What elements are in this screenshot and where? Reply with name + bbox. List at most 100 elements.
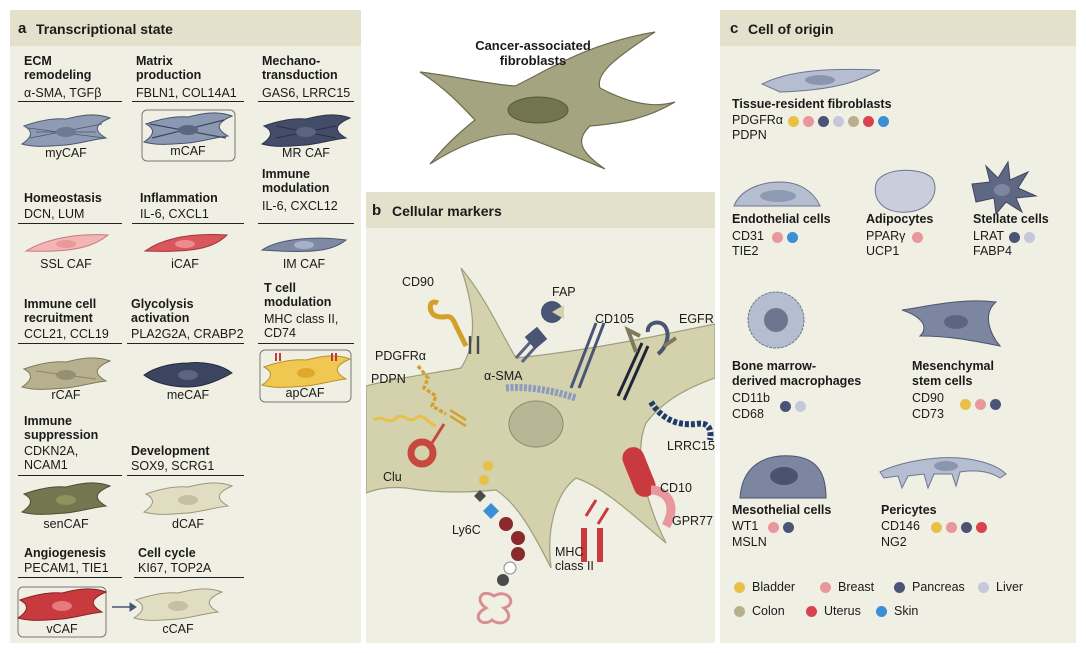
cell-name-pericytes: Pericytes [881,503,937,517]
cell-marker: CD146 [881,519,920,533]
cell-marker: UCP1 [866,244,900,258]
panel-c-letter: c [730,20,739,37]
tissue-dot-pancreas [961,522,972,533]
category-angiogenesis: Angiogenesis [24,546,106,560]
cell-marker: NG2 [881,535,907,549]
apcaf-highlight-box [259,349,352,403]
caf-label-icaf: iCAF [171,257,199,271]
tissue-dot-breast [768,522,779,533]
divider [132,223,244,225]
tissue-dot-liver [795,401,806,412]
cell-marker: MSLN [732,535,767,549]
cell-name-tissue-resident: Tissue-resident fibroblasts [732,97,892,111]
legend-swatch-colon [734,606,745,617]
tissue-dot-pancreas [783,522,794,533]
divider [258,101,354,103]
marker-label-clu: Clu [383,470,402,484]
category-immune-suppression: Immune suppression [24,414,99,442]
marker-label-pdgfra: PDGFRα [375,349,426,363]
cell-marker: TIE2 [732,244,759,258]
caf-label-apcaf: apCAF [285,386,325,400]
mcaf-cell-icon [143,112,233,145]
mycaf-cell-icon [21,114,111,147]
category-ecm-remodeling: ECM remodeling [24,54,92,82]
panel-a-letter: a [18,20,27,37]
marker-label-cd105: CD105 [595,312,634,326]
panel-b-letter: b [372,202,382,219]
panel-b-header [366,192,715,228]
tissue-dot-uterus [863,116,874,127]
marker-label-mhc-class-ii: MHC class II [555,545,594,573]
category-cell-cycle: Cell cycle [138,546,196,560]
marker-label-fap: FAP [552,285,576,299]
panel-b: b Cellular markers [366,192,715,643]
marker-label-cd90: CD90 [402,275,434,289]
cell-name-stellate: Stellate cells [973,212,1049,226]
legend: Bladder Breast Pancreas Liver Colon Uter… [734,580,1064,630]
mrcaf-cell-icon [261,114,351,147]
marker-label-ly6c: Ly6C [452,523,481,537]
cell-marker: LRAT [973,229,1005,243]
pericyte-icon [879,457,1007,490]
caf-label-dcaf: dCAF [172,517,204,531]
marker-label-gpr77: GPR77 [672,514,713,528]
tissue-dot-breast [772,232,783,243]
category-development: Development [131,444,210,458]
cell-name-adipocytes: Adipocytes [866,212,934,226]
cell-marker: CD73 [912,407,944,421]
markers-t-cell-modulation: MHC class II, CD74 [264,312,339,340]
caf-label-vcaf: vCAF [46,622,78,636]
legend-swatch-skin [876,606,887,617]
caf-label-sslcaf: SSL CAF [40,257,92,271]
markers-immune-cell-recruitment: CCL21, CCL19 [24,327,109,341]
rcaf-cell-icon [21,357,111,390]
tissue-dot-uterus [976,522,987,533]
marker-label-lrrc15: LRRC15 [667,439,715,453]
tissue-dot-bladder [931,522,942,533]
divider [18,223,122,225]
tissue-dot-liver [833,116,844,127]
imcaf-cell-icon [260,237,348,252]
divider [18,101,122,103]
macrophage-icon [747,291,805,349]
legend-label-uterus: Uterus [824,604,861,618]
category-mechanotransduction: Mechano- transduction [262,54,338,82]
legend-label-breast: Breast [838,580,875,594]
legend-swatch-liver [978,582,989,593]
legend-label-colon: Colon [752,604,785,618]
divider [127,343,244,345]
divider [18,343,122,345]
category-immune-cell-recruitment: Immune cell recruitment [24,297,97,325]
icaf-cell-icon [143,234,229,252]
tissue-dot-breast [946,522,957,533]
caf-central-illustration [419,31,676,170]
caf-label-rcaf: rCAF [51,388,81,402]
panel-b-title: Cellular markers [392,203,502,219]
caf-label-imcaf: IM CAF [282,257,326,271]
panel-a-header [10,10,361,46]
cell-name-macrophages: Bone marrow- derived macrophages [732,359,862,388]
legend-label-pancreas: Pancreas [912,580,965,594]
mcaf-highlight-box [141,109,236,162]
marker-cell-illustration [366,267,715,625]
legend-swatch-breast [820,582,831,593]
center-title: Cancer-associated fibroblasts [475,38,591,68]
sslcaf-cell-icon [24,234,110,252]
cell-marker: CD90 [912,391,944,405]
cell-marker: CD11b [732,391,770,405]
marker-label-egfr: EGFR [679,312,714,326]
markers-immune-suppression: CDKN2A, NCAM1 [24,444,79,472]
legend-label-skin: Skin [894,604,919,618]
markers-inflammation: IL-6, CXCL1 [140,207,209,221]
cell-name-mesothelial: Mesothelial cells [732,503,832,517]
cell-marker: PDGFRα [732,113,783,127]
markers-matrix-production: FBLN1, COL14A1 [136,86,237,100]
stellate-cell-icon [971,160,1038,216]
divider [258,343,354,345]
cell-marker: PPARγ [866,229,906,243]
divider [134,577,244,579]
cell-name-mesenchymal: Mesenchymal stem cells [912,359,994,388]
panel-a-title: Transcriptional state [36,21,173,37]
tissue-dot-bladder [960,399,971,410]
caf-illustrations [17,109,352,638]
